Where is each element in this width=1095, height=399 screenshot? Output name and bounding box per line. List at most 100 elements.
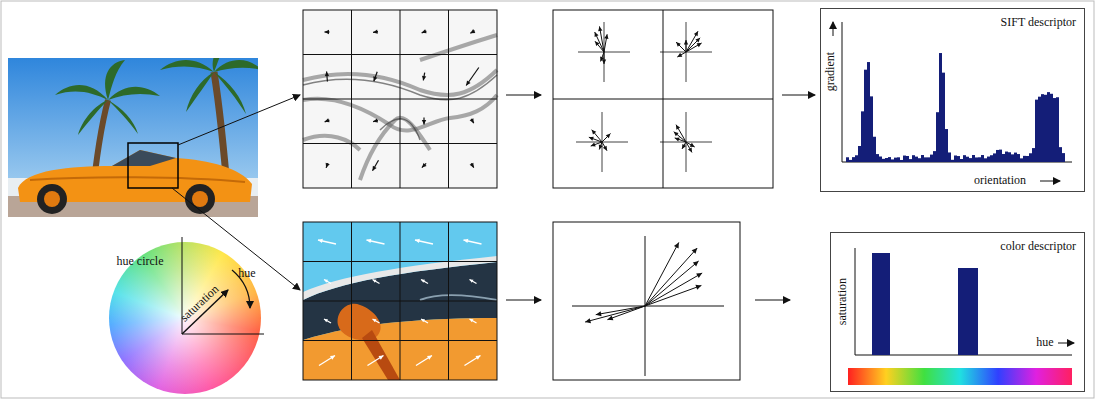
- vector-arrow: [324, 280, 331, 284]
- vector-arrow: [415, 239, 433, 244]
- arrow-shaft: [607, 306, 645, 320]
- arrow-head: [676, 42, 681, 47]
- arrow-head: [591, 143, 596, 147]
- arrow-head: [599, 145, 603, 150]
- arrow-shaft: [319, 356, 335, 366]
- color-patch: [303, 222, 497, 380]
- vector-arrow: [675, 137, 686, 142]
- histogram-bar: [969, 158, 972, 162]
- arrow-shaft: [470, 319, 477, 323]
- flow-arrow: [506, 300, 541, 301]
- arrow-shaft: [470, 280, 477, 284]
- arrow-head: [595, 32, 599, 37]
- histogram-bar: [1023, 156, 1026, 162]
- histogram-bar: [993, 153, 996, 162]
- arrow-head: [422, 163, 427, 168]
- vector-arrow: [373, 30, 378, 34]
- histogram-bar: [1053, 98, 1056, 162]
- descriptor-frame: color descriptor: [830, 232, 1085, 392]
- arrow-shaft: [602, 134, 610, 142]
- gradient-patch: [303, 10, 497, 188]
- vector-arrow: [470, 163, 474, 168]
- arrow-head: [421, 319, 425, 322]
- vector-arrow: [318, 239, 336, 244]
- histogram-bar: [903, 156, 906, 162]
- vector-arrow: [645, 273, 702, 306]
- arrow-head: [325, 72, 329, 77]
- arrow-shaft: [374, 72, 377, 81]
- arrow-head: [585, 318, 591, 323]
- histogram-bar: [918, 158, 921, 162]
- vector-arrow: [373, 72, 377, 81]
- vector-arrow: [368, 356, 384, 366]
- arrow-head: [427, 356, 432, 360]
- arrow-head: [470, 163, 474, 168]
- arrow-head: [373, 30, 378, 34]
- histogram-bar: [1059, 147, 1062, 162]
- arrow-head: [476, 356, 481, 360]
- vector-arrow: [645, 248, 697, 306]
- arrow-head: [676, 125, 680, 130]
- histogram-bar: [1041, 94, 1044, 162]
- sift-histogram: [833, 22, 1072, 181]
- arrow-shaft: [676, 42, 686, 52]
- arrow-head: [600, 56, 604, 61]
- arrow-head: [373, 280, 377, 283]
- vector-arrow: [421, 319, 428, 323]
- arrow-head: [592, 130, 597, 135]
- arrow-shaft: [416, 356, 432, 366]
- histogram-bar: [1062, 153, 1065, 162]
- arrow-head: [688, 147, 692, 152]
- histogram-bar: [912, 155, 915, 162]
- histogram-bar: [975, 157, 978, 162]
- vector-arrow: [470, 118, 474, 123]
- histogram-bar: [888, 157, 891, 162]
- histogram-bar: [1047, 92, 1050, 162]
- arrow-head: [674, 242, 679, 248]
- histogram-bar: [885, 158, 888, 162]
- arrow-head: [694, 31, 698, 36]
- histogram-bar: [984, 158, 987, 162]
- vector-arrow: [604, 34, 608, 52]
- histogram-bar: [942, 73, 945, 162]
- vector-arrow: [470, 29, 475, 33]
- vector-arrow: [373, 319, 380, 323]
- vector-arrow: [645, 261, 699, 306]
- arrow-head: [330, 356, 335, 360]
- histogram-bar: [966, 157, 969, 162]
- arrow-shaft: [675, 138, 686, 142]
- arrow-shaft: [677, 52, 686, 57]
- histogram-bar: [951, 160, 954, 162]
- histogram-bar: [999, 150, 1002, 162]
- arrow-shaft: [645, 261, 699, 306]
- car-photo: [8, 58, 258, 217]
- flow-arrow: [755, 300, 790, 301]
- axis-label: hue circle: [117, 255, 164, 268]
- arrow-head: [421, 280, 425, 283]
- vector-arrow: [470, 319, 477, 323]
- arrow-head: [693, 261, 699, 266]
- histogram-bar: [855, 155, 858, 162]
- vector-arrow: [325, 118, 330, 122]
- color-histogram: [848, 248, 1074, 385]
- arrow-head: [373, 76, 377, 81]
- histogram-bar: [990, 155, 993, 162]
- vector-arrow: [325, 30, 330, 34]
- vector-arrow: [686, 142, 695, 147]
- arrow-shaft: [682, 142, 686, 149]
- vector-arrow: [422, 29, 427, 33]
- arrow-head: [602, 59, 606, 64]
- vector-arrow: [373, 118, 378, 122]
- histogram-bar: [870, 96, 873, 162]
- vector-arrow: [589, 137, 602, 142]
- arrow-shaft: [422, 163, 426, 167]
- vector-arrow: [466, 67, 479, 85]
- histogram-bar: [864, 70, 867, 162]
- descriptor-title: color descriptor: [1000, 239, 1076, 254]
- histogram-bar: [933, 151, 936, 162]
- histogram-bar: [909, 159, 912, 162]
- arrow-head: [675, 137, 680, 141]
- histogram-bar: [978, 157, 981, 162]
- vector-arrow: [373, 280, 380, 284]
